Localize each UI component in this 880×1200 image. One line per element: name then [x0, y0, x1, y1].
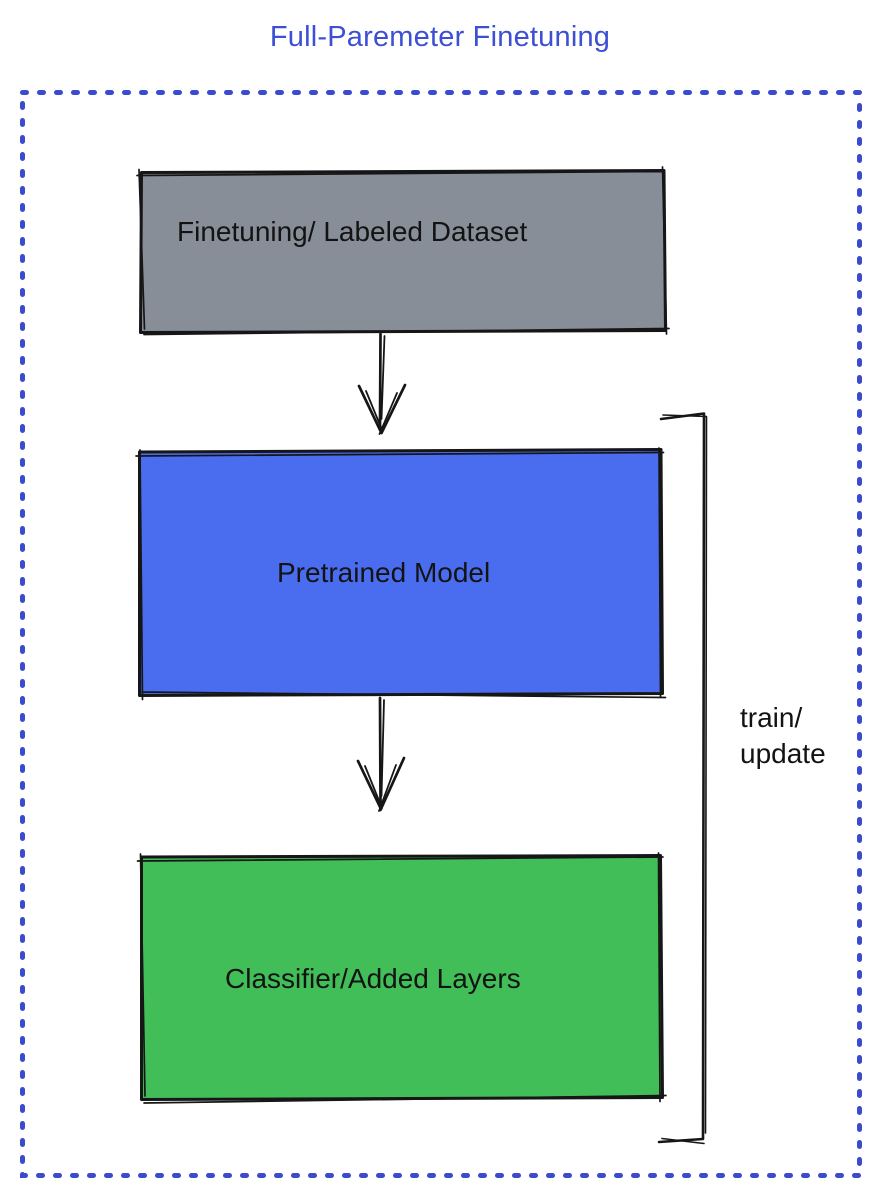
dataset-box-label: Finetuning/ Labeled Dataset — [177, 216, 528, 247]
arrow-dataset-to-model-head-2 — [365, 390, 398, 435]
outer-dashed-border — [20, 90, 862, 1178]
arrow-model-to-classifier-shaft — [378, 696, 382, 806]
arrow-dataset-to-model-shaft-2 — [380, 335, 386, 420]
train-update-bracket-sketch — [661, 414, 708, 1145]
classifier-box — [136, 852, 667, 1104]
diagram-title: Full-Paremeter Finetuning — [269, 21, 611, 53]
arrow-dataset-to-model — [357, 332, 407, 435]
dataset-box-sketch-stroke — [136, 166, 670, 336]
train-update-bracket-line — [657, 412, 706, 1144]
arrow-dataset-to-model-head — [357, 383, 407, 435]
model-box-sketch-stroke — [135, 447, 667, 701]
train-update-label-line2: update — [740, 738, 826, 769]
arrow-dataset-to-model-shaft — [378, 332, 382, 429]
model-box-shape — [138, 448, 664, 697]
arrow-model-to-classifier — [356, 696, 406, 812]
train-update-bracket — [657, 412, 708, 1145]
arrow-model-to-classifier-head-2 — [364, 764, 397, 812]
train-update-label: train/ update — [740, 700, 826, 772]
dataset-box-shape — [139, 169, 667, 334]
classifier-box-label: Classifier/Added Layers — [225, 963, 521, 994]
train-update-label-line1: train/ — [740, 702, 803, 733]
model-box-label: Pretrained Model — [277, 557, 491, 588]
dataset-box — [136, 166, 670, 336]
classifier-box-shape — [140, 854, 664, 1101]
model-box — [135, 447, 667, 701]
arrow-model-to-classifier-shaft-2 — [380, 699, 385, 797]
classifier-box-sketch-stroke — [136, 852, 667, 1104]
arrow-model-to-classifier-head — [356, 756, 406, 812]
